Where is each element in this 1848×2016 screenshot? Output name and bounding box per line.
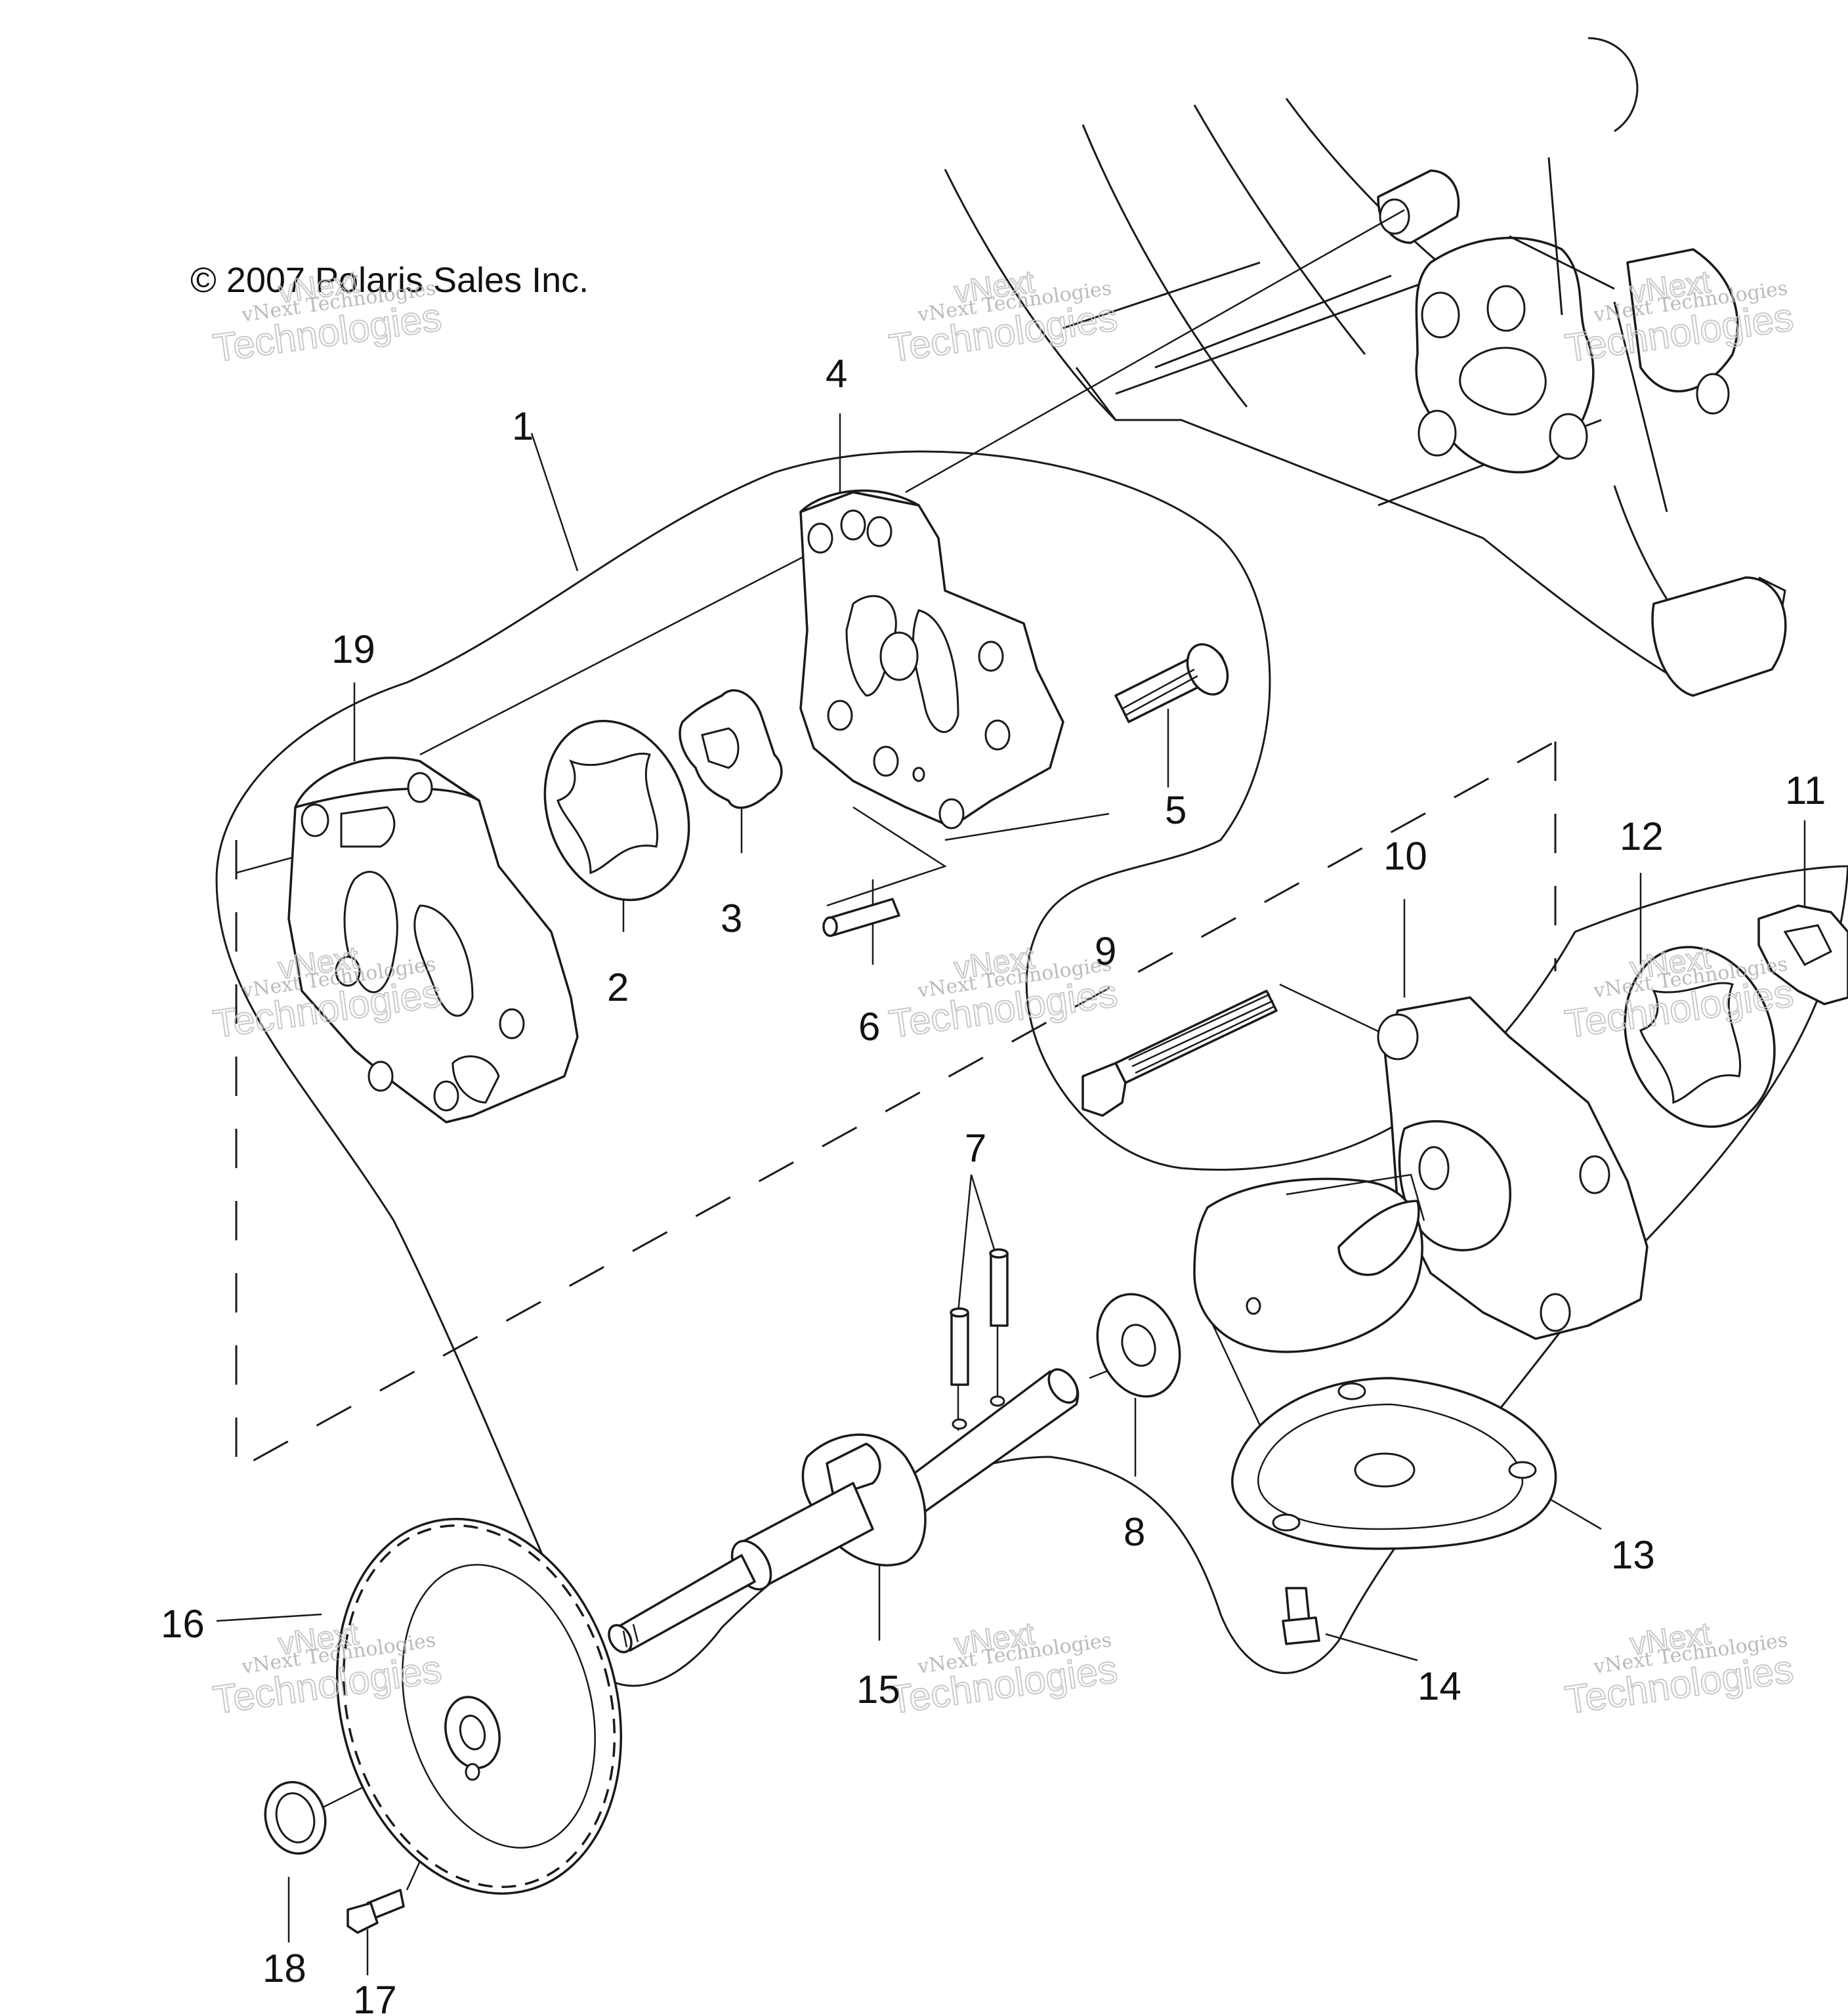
part-3-inner-rotor — [679, 689, 783, 809]
callout-6: 6 — [858, 1005, 880, 1049]
callout-17: 17 — [353, 1978, 397, 2016]
callout-18: 18 — [262, 1946, 306, 1990]
part-15-shaft — [608, 1368, 1080, 1654]
callout-5: 5 — [1165, 788, 1186, 832]
callout-10: 10 — [1383, 834, 1427, 878]
callout-8: 8 — [1124, 1510, 1145, 1554]
part-14-screw — [1282, 1587, 1320, 1645]
part-2-outer-rotor — [543, 719, 690, 902]
part-17-bolt — [346, 1889, 405, 1934]
callout-19: 19 — [331, 627, 375, 671]
callout-2: 2 — [607, 965, 629, 1009]
part-12-outer-rotor — [1624, 946, 1776, 1128]
part-10-pump-housing — [1193, 996, 1648, 1353]
part-8-washer — [1096, 1293, 1181, 1398]
copyright-text: © 2007 Polaris Sales Inc. — [190, 261, 589, 300]
callout-12: 12 — [1620, 814, 1664, 858]
part-19-pump-body — [287, 756, 579, 1124]
part-9-bolt — [1082, 990, 1278, 1117]
callout-16: 16 — [161, 1602, 205, 1646]
part-18-ring — [264, 1780, 327, 1855]
callout-15: 15 — [856, 1668, 900, 1712]
part-7-pins — [950, 1248, 1009, 1386]
part-11-inner-rotor — [1757, 904, 1848, 1005]
part-6-dowel-pin — [822, 898, 900, 937]
callout-9: 9 — [1095, 929, 1116, 973]
callout-1: 1 — [512, 404, 534, 448]
callout-3: 3 — [721, 896, 742, 940]
callout-11: 11 — [1785, 768, 1826, 812]
engine-case — [944, 37, 1787, 697]
callout-labels: 1 2 3 4 5 6 7 8 9 10 11 12 13 14 15 16 1… — [161, 352, 1826, 2016]
part-5-screw — [1114, 643, 1229, 723]
callout-7: 7 — [965, 1126, 986, 1170]
part-13-screen — [1231, 1377, 1557, 1550]
callout-13: 13 — [1611, 1533, 1655, 1577]
pump-assembly-outline — [215, 450, 1848, 1687]
callout-4: 4 — [826, 352, 847, 396]
part-4-pump-plate — [799, 489, 1064, 830]
part-16-gear — [335, 1517, 623, 1895]
callout-14: 14 — [1418, 1664, 1461, 1708]
